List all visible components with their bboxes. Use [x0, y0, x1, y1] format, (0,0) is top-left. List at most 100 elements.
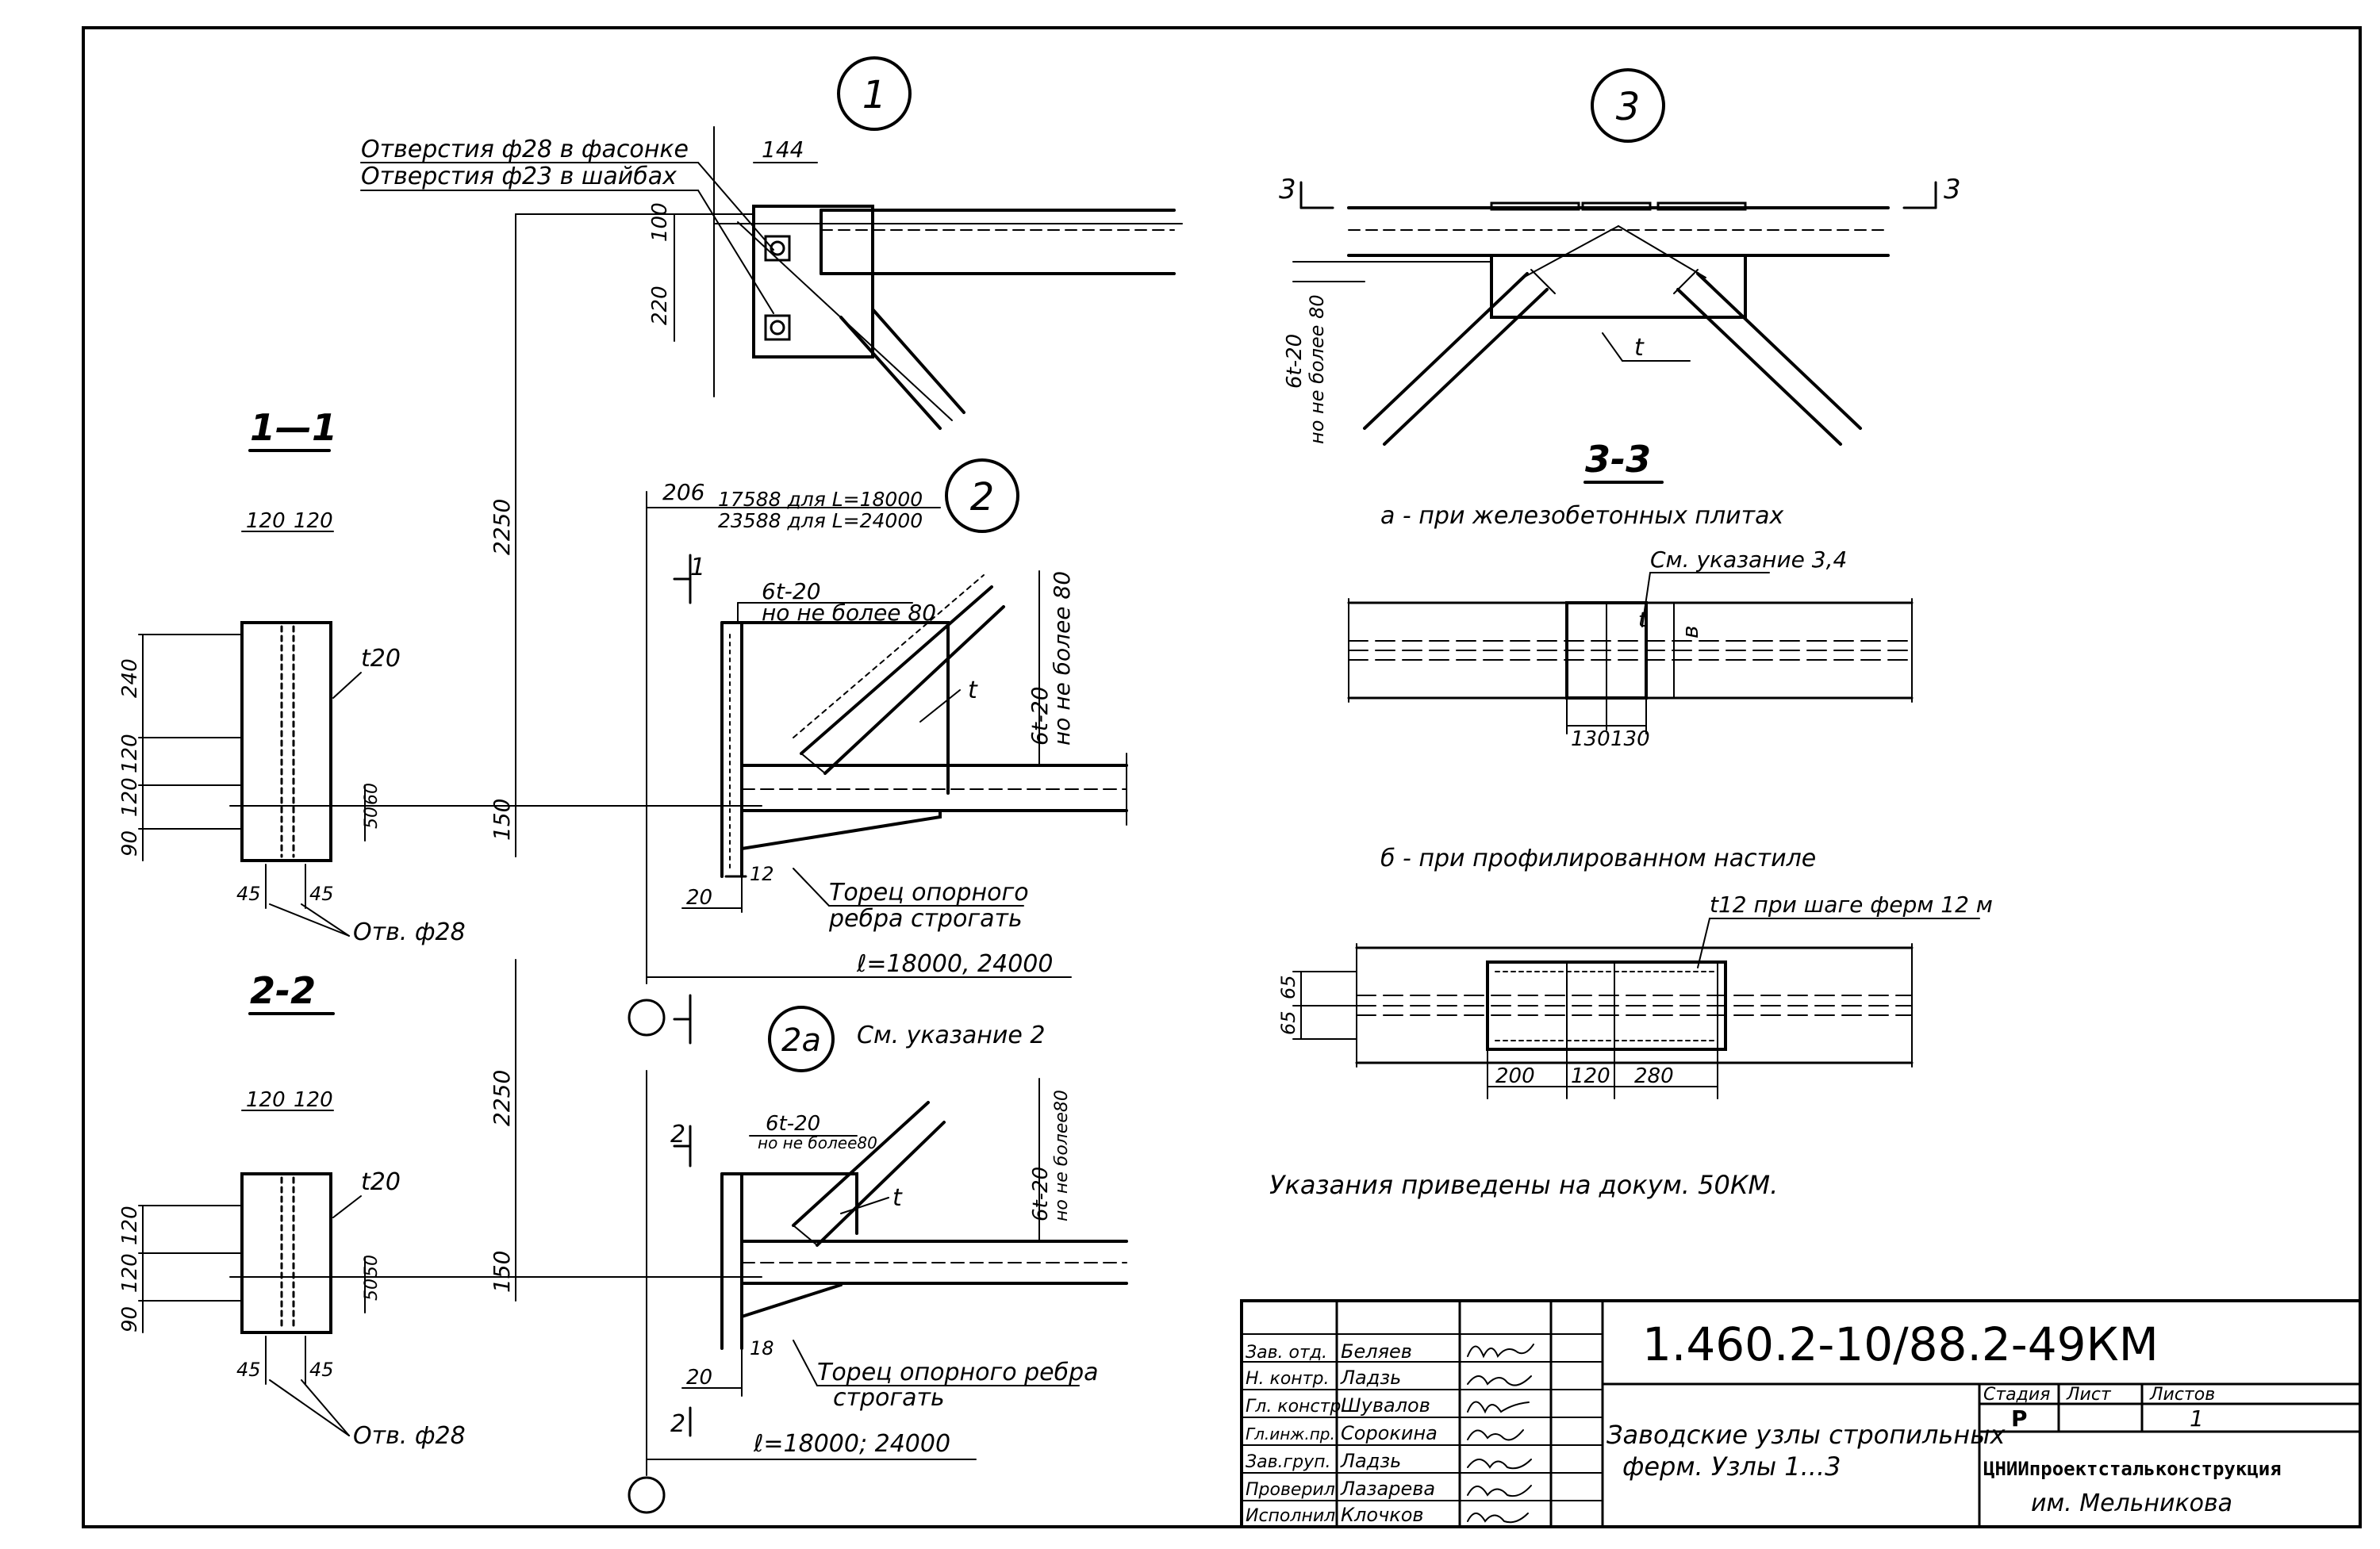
tb-name-5: Лазарева: [1340, 1478, 1435, 1500]
section-1-1-dim-45b: 45: [309, 883, 334, 905]
node-1-note-holes-washers: Отверстия ф23 в шайбах: [361, 163, 677, 190]
tb-sheets-value: 1: [2190, 1405, 2204, 1432]
section-3-3-dim-200: 200: [1495, 1064, 1535, 1088]
node-2a-note-2: строгать: [833, 1384, 945, 1412]
node-2a-axis-bubble: [628, 1476, 666, 1514]
node-1-dim-220: 220: [648, 286, 672, 325]
tb-role-5: Проверил: [1246, 1480, 1335, 1500]
node-2a-note-1: Торец опорного ребра: [817, 1359, 1099, 1386]
node-2-cut-label: 1: [690, 554, 705, 581]
node-2: 2 206 17588 для L=18000 23588 для L=2400…: [628, 458, 1128, 1045]
node-2-dim-12: 12: [750, 863, 774, 885]
section-3-3-dim-b: в: [1677, 625, 1703, 638]
node-2a-weld-1: 6t-20: [766, 1112, 820, 1136]
node-2a: 2а См. указание 2 2 6t-20 но не более80 …: [628, 1006, 1128, 1514]
node-2-dim-206: 206: [662, 479, 704, 505]
title-block: Зав. отд. Н. контр. Гл. констр. Гл.инж.п…: [1240, 1299, 2362, 1528]
section-2-2-hole: Отв. ф28: [353, 1422, 466, 1450]
node-1-marker-circle: [837, 56, 912, 131]
node-2-len-24000: 23588 для L=24000: [718, 509, 923, 532]
tb-role-6: Исполнил: [1246, 1506, 1335, 1526]
node-3-cut-left: 3: [1279, 174, 1296, 205]
section-2-2-t20: t20: [361, 1168, 401, 1196]
tb-name-4: Ладзь: [1340, 1450, 1401, 1472]
tb-sheet-label: Лист: [2066, 1385, 2112, 1405]
tb-org-1: ЦНИИпроектстальконструкция: [1983, 1458, 2282, 1480]
tb-role-1: Н. контр.: [1246, 1369, 1329, 1389]
dim-150-upper: 150: [489, 799, 515, 841]
node-2a-marker-circle: [768, 1006, 835, 1072]
node-2-weld-1: 6t-20: [762, 578, 821, 604]
section-3-3-ref-a: См. указание 3,4: [1650, 546, 1847, 573]
section-2-2-dim-45b: 45: [309, 1359, 334, 1381]
tb-sheets-label: Листов: [2149, 1385, 2215, 1405]
tb-stage-value: Р: [2011, 1405, 2028, 1432]
tb-name-2: Шувалов: [1341, 1394, 1430, 1417]
section-3-3-dim-65a: 65: [1277, 975, 1299, 999]
node-2a-dim-20: 20: [686, 1366, 712, 1390]
tb-role-0: Зав. отд.: [1246, 1343, 1327, 1363]
section-3-3-plate-a-t: t: [1638, 608, 1647, 632]
tb-name-0: Беляев: [1341, 1340, 1412, 1363]
section-3-3-subtitle-a: а - при железобетонных плитах: [1380, 502, 1784, 530]
section-1-1-dim-240: 240: [118, 658, 142, 698]
node-2a-marker: 2а: [781, 1022, 821, 1059]
node-3-marker: 3: [1616, 85, 1641, 129]
node-3: 3 3 3 t 6t-20 но не более 80: [1279, 68, 1961, 446]
section-3-3-title: 3-3: [1585, 438, 1651, 481]
section-1-1-dim-120c: 120: [118, 734, 142, 773]
node-2-note-2: ребра строгать: [828, 905, 1023, 933]
section-3-3-dim-130a: 130: [1571, 727, 1610, 751]
node-2-marker-circle: [945, 458, 1019, 533]
tb-org-2: им. Мельникова: [2031, 1490, 2232, 1517]
tb-role-2: Гл. констр.: [1246, 1397, 1346, 1417]
tb-signatures: [1467, 1344, 1534, 1524]
section-3-3: 3-3 а - при железобетонных плитах См. ук…: [1277, 438, 1993, 1099]
dim-150-lower: 150: [489, 1251, 515, 1293]
node-1-marker: 1: [862, 73, 887, 117]
node-2a-dim-18: 18: [750, 1337, 774, 1359]
section-2-2-dim-120d: 120: [118, 1253, 142, 1293]
section-1-1-t20: t20: [361, 645, 401, 673]
tb-description-1: Заводские узлы стропильных: [1606, 1420, 2006, 1450]
node-2a-ref: См. указание 2: [857, 1022, 1045, 1049]
section-1-1-dim-45a: 45: [236, 883, 261, 905]
node-2-vweld-2: но не более 80: [1049, 571, 1075, 746]
tb-stage-label: Стадия: [1983, 1385, 2050, 1405]
section-2-2-plate: [240, 1172, 332, 1334]
node-1-gusset: [752, 205, 874, 358]
node-2-span: ℓ=18000, 24000: [856, 950, 1053, 978]
node-2-dim-20: 20: [686, 886, 712, 910]
tb-code: 1.460.2-10/88.2-49КМ: [1642, 1317, 2159, 1371]
tb-name-3: Сорокина: [1341, 1422, 1438, 1444]
node-1-note-holes-gusset: Отверстия ф28 в фасонке: [361, 136, 689, 163]
section-1-1-dim-90: 90: [118, 830, 142, 857]
node-2a-t: t: [892, 1184, 903, 1212]
tb-role-3: Гл.инж.пр.: [1246, 1424, 1335, 1444]
node-2-marker: 2: [970, 475, 995, 520]
node-3-t: t: [1634, 334, 1645, 362]
section-1-1-title: 1—1: [250, 406, 337, 449]
general-note: Указания приведены на докум. 50КМ.: [1269, 1170, 1778, 1200]
section-3-3-dim-130b: 130: [1610, 727, 1650, 751]
section-3-3-plate-b-label: t12 при шаге ферм 12 м: [1710, 891, 1993, 918]
node-2a-span: ℓ=18000; 24000: [753, 1430, 950, 1458]
node-3-weld-1: 6t-20: [1283, 334, 1307, 389]
section-2-2-dim-45a: 45: [236, 1359, 261, 1381]
node-3-marker-circle: [1591, 68, 1665, 143]
section-1-1-plate: [240, 621, 332, 862]
tb-description-2: ферм. Узлы 1...3: [1622, 1451, 1841, 1482]
section-1-1-dim-120b: 120: [294, 509, 333, 533]
node-2a-vweld-1: 6t-20: [1029, 1167, 1053, 1221]
sheet-frame: [82, 26, 2362, 1528]
section-2-2-dim-120c: 120: [118, 1206, 142, 1245]
node-2-t: t: [968, 677, 978, 704]
vertical-dimensions: 2250 150 2250 150: [229, 213, 762, 1302]
node-1: 1 Отверстия ф28 в фасонке Отверстия ф23 …: [360, 56, 1183, 430]
node-2a-cut-label: 2: [670, 1121, 685, 1148]
section-1-1: 1—1 120 120 t20 240 120 120 90 60 50 45 …: [118, 406, 466, 946]
node-2a-cut-label-bottom: 2: [670, 1410, 685, 1438]
node-1-dim-100: 100: [648, 202, 672, 242]
section-2-2-dim-90: 90: [118, 1306, 142, 1332]
node-1-dim-144: 144: [762, 136, 804, 163]
